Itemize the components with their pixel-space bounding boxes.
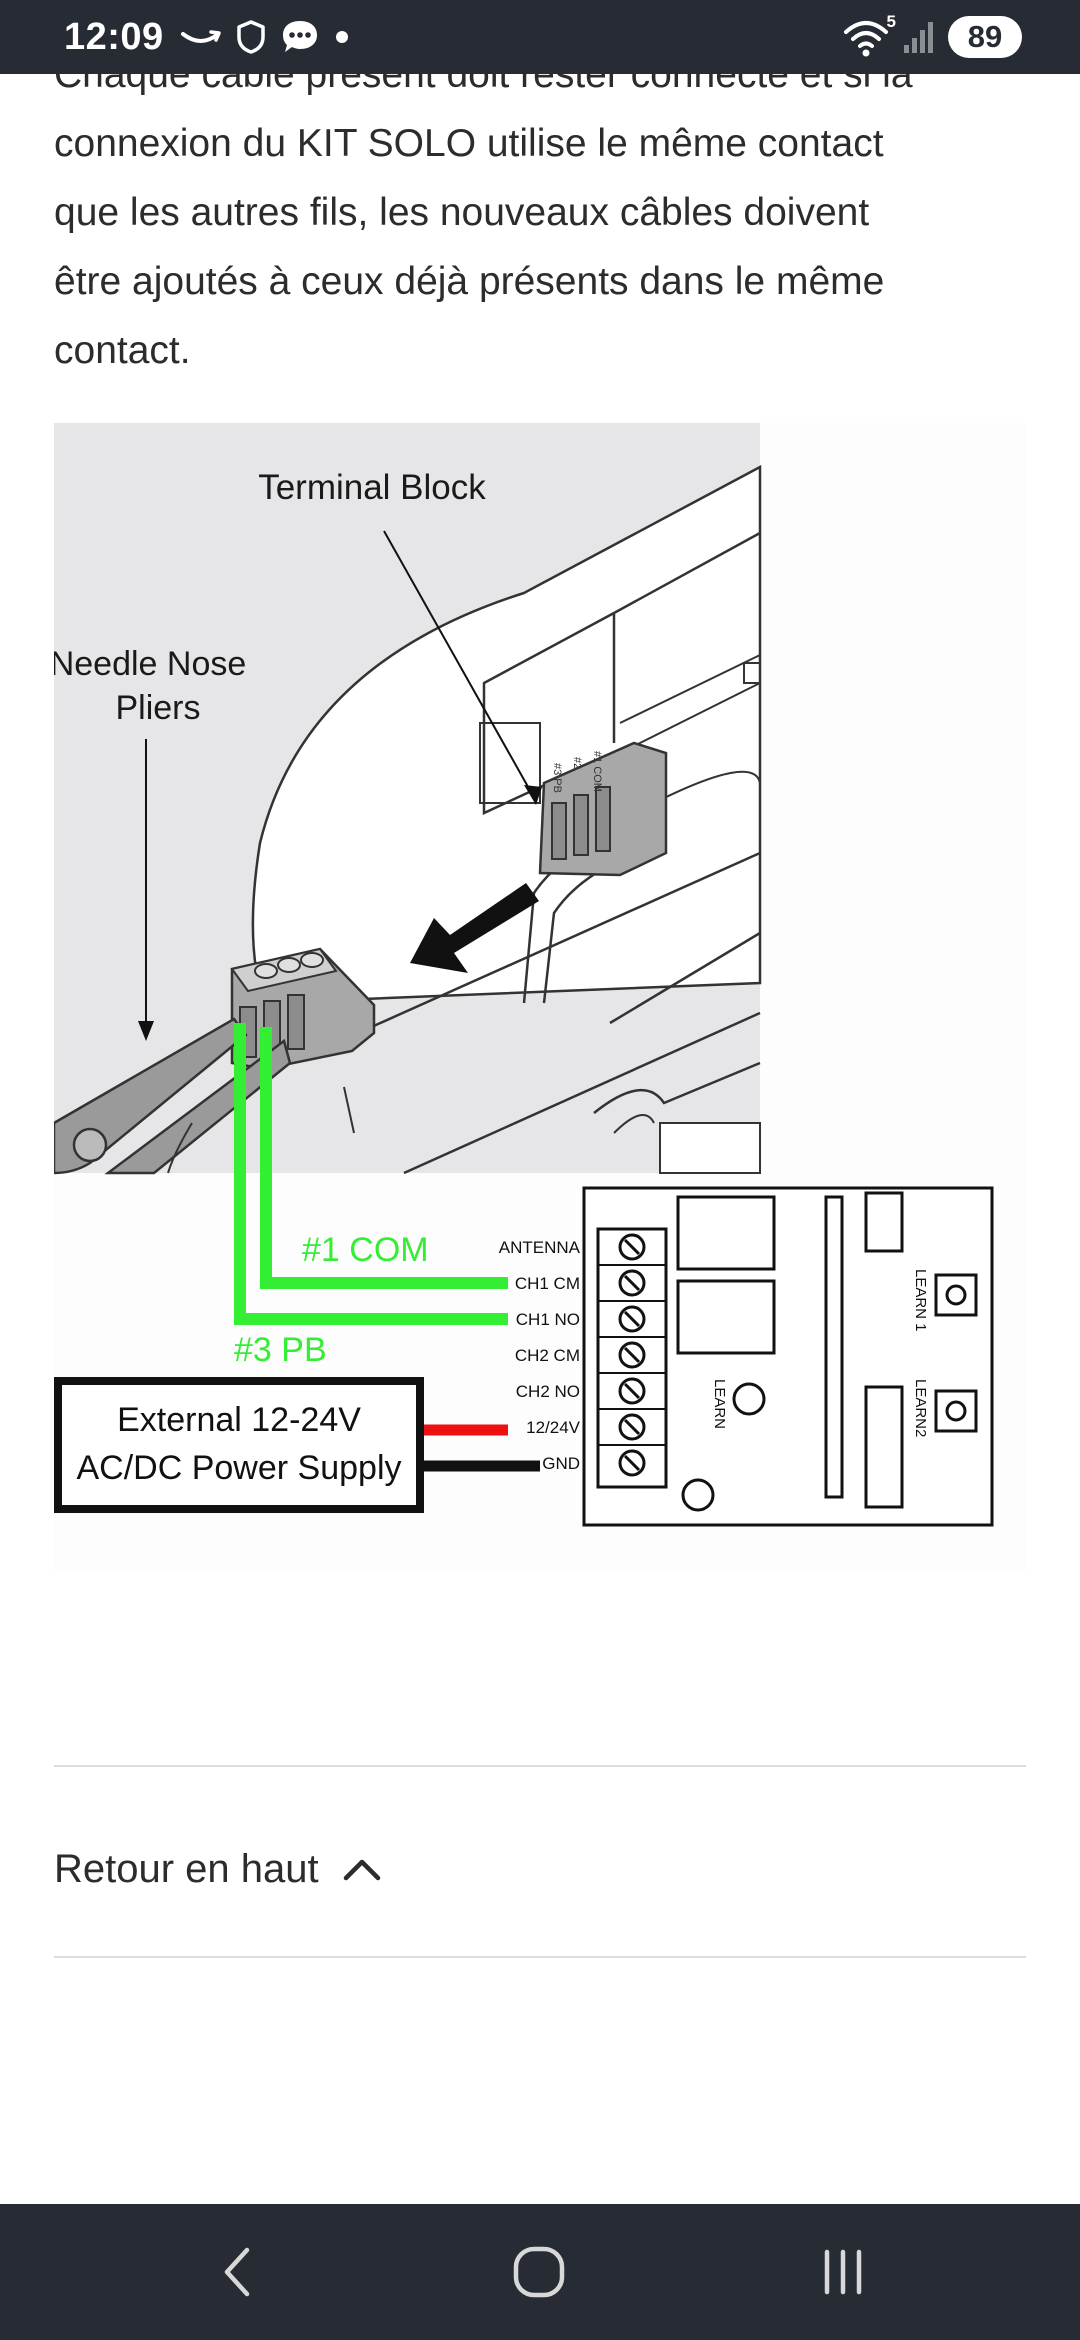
terminal-label-ch2-no: CH2 NO — [516, 1382, 580, 1401]
nav-back-button[interactable] — [192, 2234, 282, 2310]
wire-pb — [234, 1023, 508, 1325]
board-led — [681, 1478, 715, 1512]
svg-text:#2: #2 — [571, 757, 583, 769]
nav-home-button[interactable] — [494, 2234, 584, 2310]
home-icon — [513, 2246, 565, 2298]
chevron-up-icon — [343, 1859, 380, 1881]
recents-icon — [824, 2249, 862, 2295]
back-to-top-link[interactable]: Retour en haut — [54, 1834, 383, 1904]
dot-icon — [336, 31, 348, 43]
terminal-block-label: Terminal Block — [258, 468, 486, 507]
power-supply-box — [54, 1377, 424, 1513]
signal-icon — [904, 22, 933, 53]
wire-com — [260, 1027, 508, 1289]
battery-indicator: 89 — [948, 16, 1022, 58]
paragraph-line-4: contact. — [54, 329, 191, 372]
terminal-screws — [618, 1233, 646, 1477]
paragraph-line-1: connexion du KIT SOLO utilise le même co… — [54, 122, 884, 165]
terminal-label-ch2-cm: CH2 CM — [515, 1346, 580, 1365]
amazon-smile-icon — [181, 30, 221, 43]
terminal-label-antenna: ANTENNA — [499, 1238, 581, 1257]
back-to-top-label: Retour en haut — [54, 1846, 319, 1891]
learn-label: LEARN — [711, 1379, 728, 1429]
wiring-diagram: #3 PB #2 #1 COM Terminal Block Needle No… — [54, 423, 994, 1527]
notification-icons — [180, 14, 350, 60]
system-icons: 5 89 — [842, 12, 1022, 62]
pliers-label-line2: Pliers — [115, 689, 200, 727]
learn-button — [732, 1382, 766, 1416]
article-body: Chaque câble présent doit rester connect… — [54, 40, 1034, 385]
terminal-label-gnd: GND — [542, 1454, 580, 1473]
wire-pb-label: #3 PB — [234, 1331, 327, 1369]
network-type-label: 5 — [886, 12, 896, 31]
shield-icon — [237, 20, 265, 54]
wiring-diagram-figure: #3 PB #2 #1 COM Terminal Block Needle No… — [54, 423, 1026, 1573]
paragraph-line-3: être ajoutés à ceux déjà présents dans l… — [54, 260, 885, 303]
pliers-label-line1: Needle Nose — [54, 645, 246, 683]
back-icon — [224, 2247, 250, 2297]
divider-top — [54, 1765, 1026, 1767]
wire-com-label: #1 COM — [302, 1231, 429, 1269]
nav-recents-button[interactable] — [798, 2234, 888, 2310]
paragraph-line-2: que les autres fils, les nouveaux câbles… — [54, 191, 870, 234]
svg-text:#3 PB: #3 PB — [551, 763, 563, 793]
learn1-label: LEARN 1 — [912, 1269, 929, 1332]
status-time: 12:09 — [64, 16, 164, 58]
removal-arrow — [410, 883, 539, 973]
power-supply-line2: AC/DC Power Supply — [76, 1449, 401, 1487]
svg-text:#1 COM: #1 COM — [591, 751, 603, 792]
terminal-label-ch1-cm: CH1 CM — [515, 1274, 580, 1293]
navigation-bar — [0, 2204, 1080, 2340]
message-icon — [283, 21, 317, 52]
terminal-block-leader — [383, 530, 537, 802]
learn2-label: LEARN2 — [912, 1379, 929, 1437]
power-supply-line1: External 12-24V — [117, 1401, 361, 1439]
status-bar: 12:09 5 — [0, 0, 1080, 74]
relay-1 — [676, 1195, 776, 1271]
relay-2 — [676, 1279, 776, 1355]
terminal-label-power: 12/24V — [526, 1418, 581, 1437]
wifi-icon: 5 — [842, 12, 896, 58]
terminal-label-ch1-no: CH1 NO — [516, 1310, 580, 1329]
divider-bottom — [54, 1956, 1026, 1958]
